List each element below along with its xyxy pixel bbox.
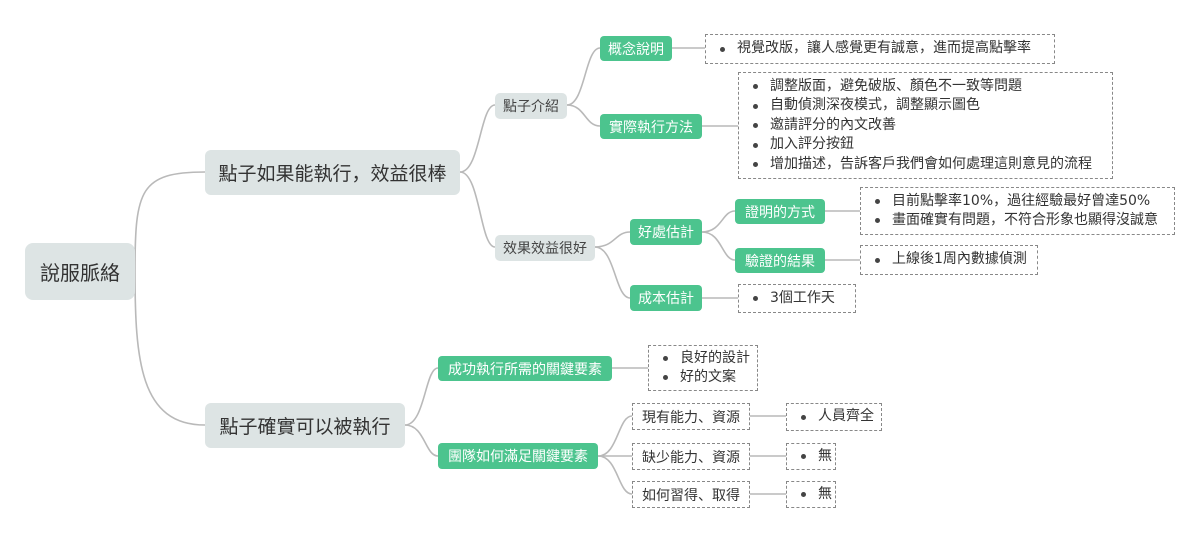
bullets-current-resources: 人員齊全 xyxy=(786,403,882,431)
bullet-item: 良好的設計 xyxy=(657,349,750,369)
bullets-key-factors: 良好的設計 好的文案 xyxy=(648,345,758,391)
connector-effect-to-benefit xyxy=(594,231,631,248)
connector-intro-to-concept xyxy=(566,47,601,106)
bullet-item: 目前點擊率10%，過往經驗最好曾達50% xyxy=(869,192,1164,212)
bullet-item: 3個工作天 xyxy=(747,289,845,309)
connector-benefit-to-result xyxy=(701,231,736,261)
connector-root-to-branch-1 xyxy=(134,171,206,272)
connector-effect-to-cost xyxy=(594,246,631,299)
bullet-item: 無 xyxy=(795,485,832,505)
branch-idea-feasible[interactable]: 點子確實可以被執行 xyxy=(205,403,405,448)
node-idea-intro[interactable]: 點子介紹 xyxy=(495,93,567,119)
node-effect[interactable]: 效果效益很好 xyxy=(495,235,595,261)
bullet-item: 無 xyxy=(795,447,832,467)
bullet-item: 加入評分按鈕 xyxy=(747,135,1102,155)
connector-root-to-branch-2 xyxy=(134,270,206,426)
node-current-resources[interactable]: 現有能力、資源 xyxy=(632,403,750,430)
node-key-factors[interactable]: 成功執行所需的關鍵要素 xyxy=(438,356,612,381)
bullets-lacking-resources: 無 xyxy=(786,443,836,470)
connector-team-to-current xyxy=(597,415,633,457)
bullet-item: 邀請評分的內文改善 xyxy=(747,116,1102,136)
bullets-acquire-resources: 無 xyxy=(786,481,836,508)
node-acquire-resources[interactable]: 如何習得、取得 xyxy=(632,481,750,508)
node-lacking-resources[interactable]: 缺少能力、資源 xyxy=(632,443,750,470)
connector-intro-to-method xyxy=(566,104,601,127)
bullet-item: 好的文案 xyxy=(657,368,747,388)
bullet-item: 視覺改版，讓人感覺更有誠意，進而提高點擊率 xyxy=(714,39,1044,59)
connector-branch-1-to-effect xyxy=(459,171,496,248)
node-benefit-estimate[interactable]: 好處估計 xyxy=(630,219,702,245)
node-team-meets[interactable]: 團隊如何滿足關鍵要素 xyxy=(438,443,598,469)
bullets-proof: 目前點擊率10%，過往經驗最好曾達50% 畫面確實有問題，不符合形象也顯得沒誠意 xyxy=(860,187,1175,235)
node-method[interactable]: 實際執行方法 xyxy=(600,114,702,139)
node-cost-estimate[interactable]: 成本估計 xyxy=(630,285,702,311)
connector-branch-2-to-key-factors xyxy=(404,367,439,426)
node-verify-result[interactable]: 驗證的結果 xyxy=(735,248,825,273)
connector-benefit-to-proof xyxy=(701,210,736,233)
bullet-item: 增加描述，告訴客戶我們會如何處理這則意見的流程 xyxy=(747,155,1102,175)
bullet-item: 人員齊全 xyxy=(795,407,874,427)
bullet-item: 調整版面，避免破版、顏色不一致等問題 xyxy=(747,77,1102,97)
branch-idea-benefit[interactable]: 點子如果能執行，效益很棒 xyxy=(205,150,460,195)
bullets-concept: 視覺改版，讓人感覺更有誠意，進而提高點擊率 xyxy=(705,34,1055,64)
connector-team-to-acquire xyxy=(597,455,633,495)
node-concept[interactable]: 概念說明 xyxy=(600,36,672,61)
bullet-item: 上線後1周內數據偵測 xyxy=(869,250,1027,270)
bullet-item: 自動偵測深夜模式，調整顯示圖色 xyxy=(747,96,1102,116)
node-proof-method[interactable]: 證明的方式 xyxy=(735,199,825,224)
bullets-method: 調整版面，避免破版、顏色不一致等問題 自動偵測深夜模式，調整顯示圖色 邀請評分的… xyxy=(738,72,1113,179)
bullet-item: 畫面確實有問題，不符合形象也顯得沒誠意 xyxy=(869,211,1164,231)
connector-branch-2-to-team xyxy=(404,424,439,457)
connector-branch-1-to-idea-intro xyxy=(459,104,496,173)
bullets-cost: 3個工作天 xyxy=(738,284,856,313)
bullets-result: 上線後1周內數據偵測 xyxy=(860,245,1038,275)
root-node[interactable]: 說服脈絡 xyxy=(25,243,135,300)
